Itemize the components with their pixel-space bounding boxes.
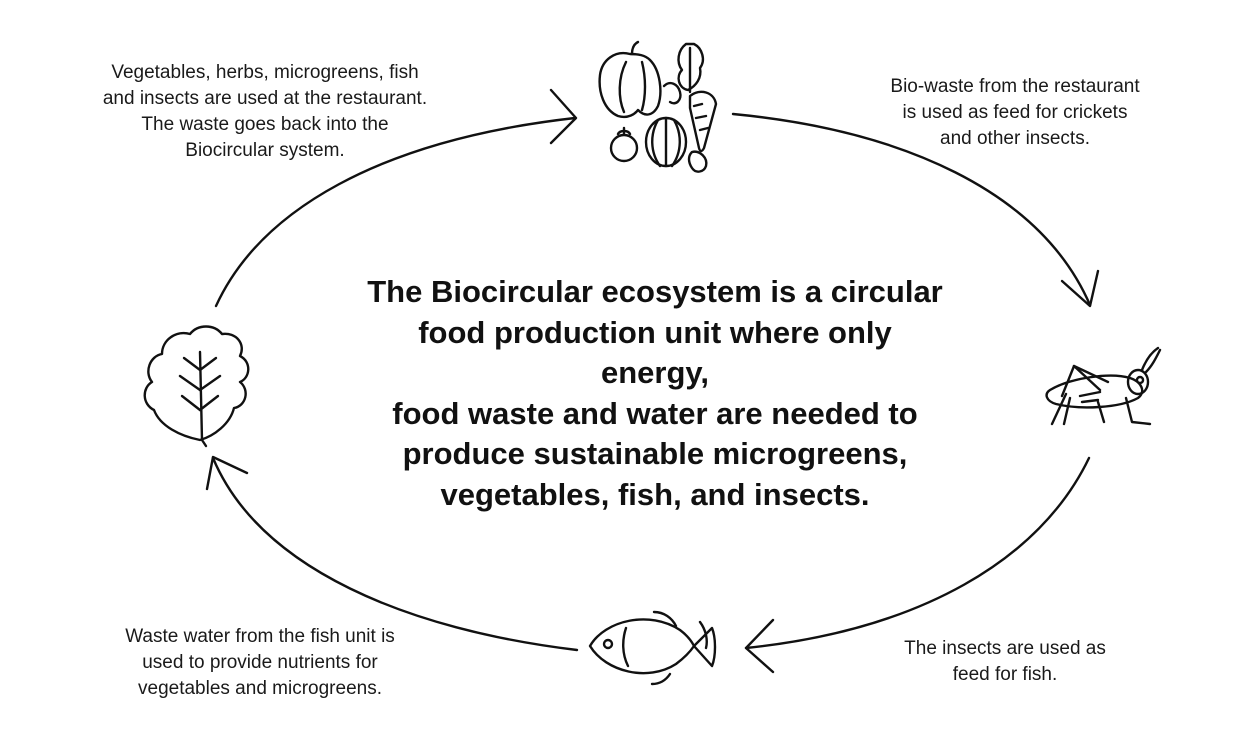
caption-insects: The insects are used as feed for fish. xyxy=(904,638,1106,685)
arrowhead-left xyxy=(205,455,249,491)
lettuce-leaf-icon xyxy=(143,325,250,448)
arc-top-left xyxy=(214,116,577,308)
cricket-icon xyxy=(1045,346,1162,426)
vegetables-icon xyxy=(598,40,718,173)
arrowhead-right xyxy=(1060,269,1100,308)
caption-biowaste: Bio-waste from the restaurant is used as… xyxy=(890,76,1140,149)
arc-bottom-right xyxy=(744,456,1091,650)
arrowhead-bottom xyxy=(744,618,775,674)
caption-fish-water: Waste water from the fish unit is used t… xyxy=(125,626,395,699)
arc-top-right xyxy=(731,112,1092,307)
arc-bottom-left xyxy=(211,456,579,652)
caption-restaurant: Vegetables, herbs, microgreens, fish and… xyxy=(102,62,428,161)
arrowhead-top xyxy=(549,88,578,145)
center-description: The Biocircular ecosystem is a circular … xyxy=(367,274,943,512)
fish-icon xyxy=(588,610,717,686)
